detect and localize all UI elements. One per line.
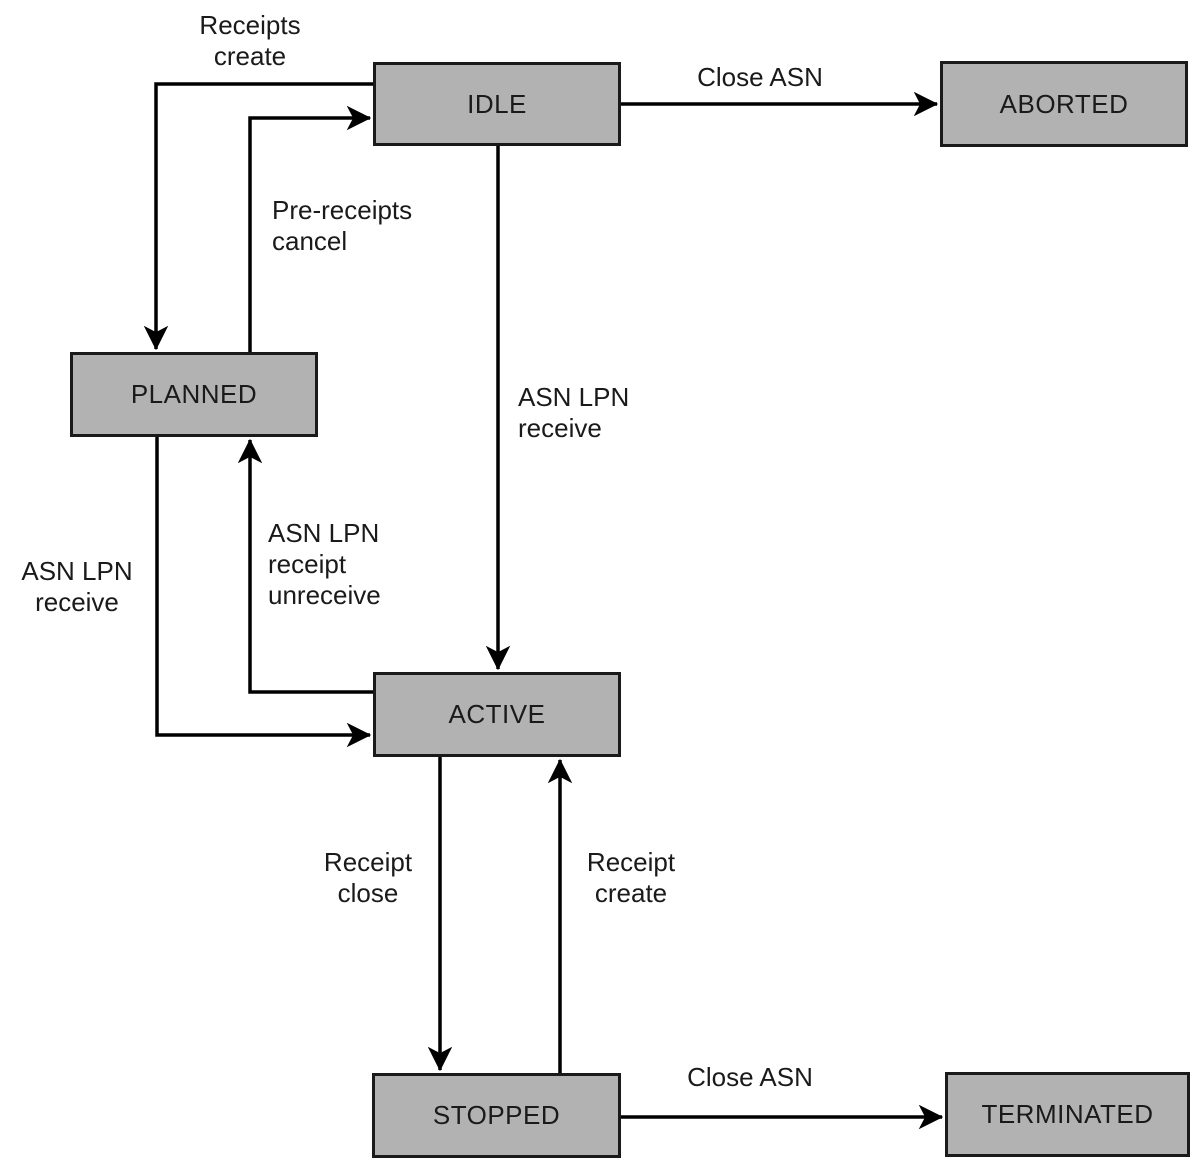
edge-planned-to-active	[155, 437, 372, 748]
edge-idle-to-planned	[143, 82, 373, 351]
state-label-planned: PLANNED	[130, 379, 258, 409]
edge-label-receipt-create: Receipt create	[586, 847, 676, 908]
edge-label-close-asn-bottom: Close ASN	[687, 1062, 813, 1092]
edge-label-asn-lpn-receipt-unreceive: ASN LPN receipt unreceive	[268, 518, 381, 610]
edge-label-receipt-close: Receipt close	[323, 847, 413, 908]
state-node-aborted: ABORTED	[940, 61, 1188, 147]
state-node-idle: IDLE	[373, 62, 621, 146]
edge-label-pre-receipts-cancel: Pre-receipts cancel	[272, 195, 413, 256]
edge-label-receipts-create: Receipts create	[199, 10, 301, 71]
state-label-active: ACTIVE	[448, 699, 546, 729]
state-label-aborted: ABORTED	[999, 88, 1129, 119]
edge-planned-to-idle	[248, 105, 372, 352]
edge-label-close-asn-top: Close ASN	[697, 62, 823, 92]
edge-label-asn-lpn-receive-left: ASN LPN receive	[21, 556, 133, 617]
state-label-idle: IDLE	[467, 88, 527, 119]
edge-active-to-planned	[237, 438, 373, 694]
state-node-stopped: STOPPED	[372, 1073, 621, 1158]
state-node-planned: PLANNED	[70, 352, 318, 437]
state-node-active: ACTIVE	[373, 672, 621, 757]
state-label-terminated: TERMINATED	[981, 1099, 1154, 1129]
edge-label-asn-lpn-receive-mid: ASN LPN receive	[518, 382, 630, 443]
state-node-terminated: TERMINATED	[945, 1072, 1190, 1157]
state-label-stopped: STOPPED	[432, 1100, 561, 1130]
